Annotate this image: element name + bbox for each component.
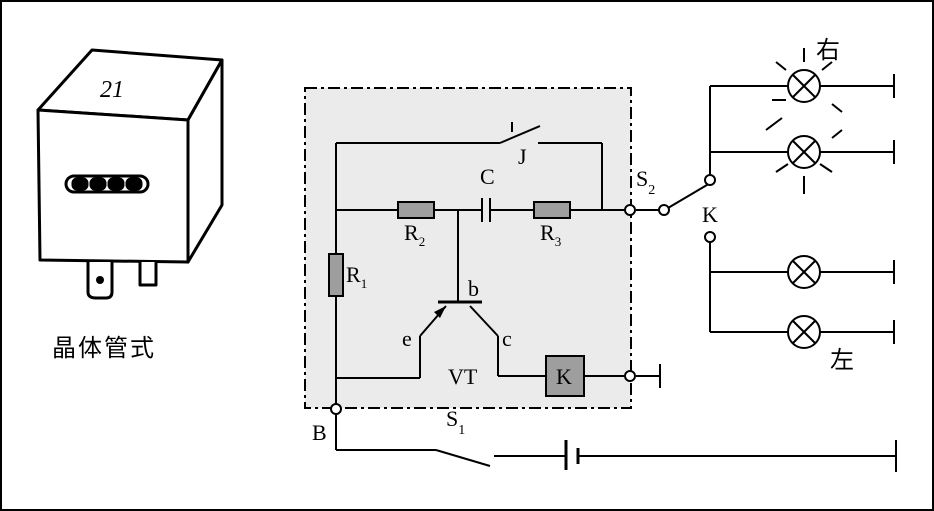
label-left: 左: [830, 346, 854, 374]
device-caption: 晶体管式: [52, 334, 156, 362]
device-window-segment: [107, 177, 125, 191]
label-C: C: [480, 164, 495, 189]
terminals: [330, 174, 716, 415]
device-window-segment: [89, 177, 107, 191]
switch-pivot: [658, 204, 670, 216]
emitter-arrow: [434, 306, 446, 318]
terminal-ground: [624, 370, 636, 382]
component-labels: J C R1 R2 R3 b e c VT K K S1 S2 B: [312, 144, 718, 445]
label-B: B: [312, 420, 327, 445]
device-window-segment: [125, 177, 143, 191]
label-K-relay: K: [556, 364, 572, 389]
label-S1: S1: [446, 406, 465, 438]
terminal-S2: [624, 204, 636, 216]
label-R2: R2: [404, 220, 425, 249]
device-window-segment: [71, 177, 89, 191]
lamp-right-front: [787, 69, 821, 103]
device-number: 21: [100, 77, 124, 103]
switch-contact-left: [704, 231, 716, 243]
label-R1: R1: [346, 262, 367, 291]
device-pin: [138, 262, 158, 287]
terminal-B: [330, 403, 342, 415]
resistor-R1: [328, 253, 344, 297]
resistor-R2: [397, 201, 435, 219]
lamp-left-rear: [787, 315, 821, 349]
label-e: e: [402, 326, 412, 351]
switch-S2-blade: [667, 181, 713, 209]
label-VT: VT: [448, 364, 478, 389]
relay-contact-J: [499, 125, 541, 144]
lamp-right-rear: [787, 135, 821, 169]
label-S2: S2: [636, 166, 655, 198]
lamps: [787, 69, 821, 349]
lamp-flash-rays: [765, 48, 843, 194]
resistor-R3: [533, 201, 571, 219]
relay-device-illustration: [36, 48, 224, 300]
device-pin-hole: [96, 276, 104, 284]
transistor-collector: [469, 305, 499, 337]
label-J: J: [518, 144, 527, 169]
label-K-switch: K: [702, 202, 718, 227]
lamp-left-front: [787, 255, 821, 289]
relay-coil-K: [545, 355, 585, 397]
label-c: c: [502, 326, 512, 351]
flasher-module-boundary: [304, 87, 632, 409]
switch-contact-right: [704, 174, 716, 186]
switch-S1: [435, 449, 491, 467]
circuit-wires: [335, 74, 897, 472]
label-right: 右: [816, 36, 840, 64]
label-R3: R3: [540, 220, 561, 249]
label-b: b: [468, 276, 479, 301]
